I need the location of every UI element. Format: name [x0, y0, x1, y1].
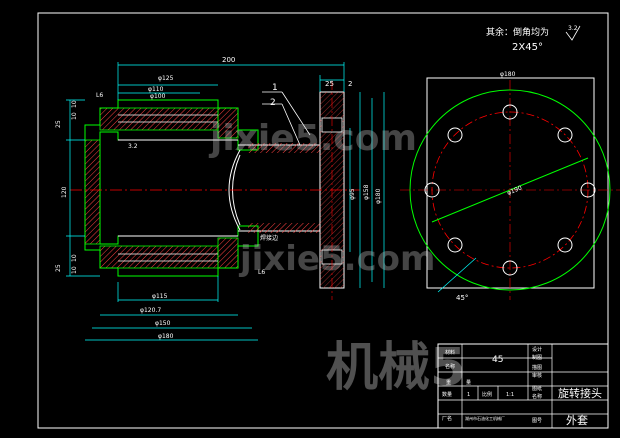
dim-phi1207: φ120.7 — [140, 307, 161, 314]
bolt-hole — [424, 182, 440, 198]
tb-check: 描图 — [532, 364, 542, 371]
bolt-hole — [502, 260, 518, 276]
end-view-angle: 45° — [456, 294, 468, 302]
dim-10-left-a: 10 — [71, 112, 78, 120]
note-line2: 2X45° — [512, 42, 543, 53]
tb-design: 设计 — [532, 346, 542, 353]
tb-draw: 制图 — [532, 354, 542, 361]
note-line1: 其余：倒角均为 — [486, 26, 549, 38]
watermark-logo: 机械5 — [326, 338, 466, 398]
dim-200: 200 — [222, 56, 235, 64]
end-view-square — [426, 77, 595, 289]
general-note: 其余：倒角均为 2X45° 3.2 — [486, 25, 581, 53]
dim-10-left-d: 10 — [71, 266, 78, 274]
dim-phi115-v: φ158 — [363, 184, 370, 200]
watermark-mid: jixie5.com — [238, 239, 435, 279]
dim-10-left-c: 10 — [71, 254, 78, 262]
dim-10-left-b: 10 — [71, 100, 78, 108]
tb-scale-label: 比例 — [482, 391, 492, 398]
bolt-hole — [447, 127, 463, 143]
tb-qty-label: 数量 — [442, 391, 452, 398]
dim-25-left-b: 25 — [55, 264, 62, 272]
dim-l6-bottom: L6 — [258, 269, 265, 276]
tb-weight-label: 重 — [446, 379, 451, 386]
tb-code-label: 图号 — [532, 418, 542, 424]
tb-review: 审核 — [532, 372, 542, 379]
callout-2: 2 — [270, 98, 276, 108]
bolt-hole — [557, 127, 573, 143]
bolt-hole — [557, 237, 573, 253]
tb-part-name: 旋转接头 — [558, 386, 602, 400]
tb-material-value: 名称 — [445, 363, 455, 370]
dim-phi180-bottom: φ180 — [158, 333, 174, 340]
dim-25-left: 25 — [55, 120, 62, 128]
watermark-top: jixie5.com — [208, 118, 417, 159]
end-view-phi190: φ190 — [506, 185, 523, 197]
dim-phi95: φ95 — [349, 188, 356, 200]
tb-factory-value: 湖州市石油化工机械厂 — [465, 415, 505, 421]
bolt-hole — [502, 104, 518, 120]
drawing-border — [37, 12, 609, 429]
dim-phi100: φ100 — [150, 93, 166, 100]
tb-scale-value: 1:1 — [506, 392, 514, 398]
callout-1: 1 — [272, 83, 278, 93]
tb-sub-name: 外套 — [566, 414, 588, 427]
dim-phi180-v: φ180 — [375, 188, 382, 204]
dim-25-top: 25 — [325, 80, 334, 88]
tb-drawing-value: 名称 — [532, 393, 542, 400]
tb-weight-value: 量 — [466, 379, 471, 386]
watermarks: jixie5.com jixie5.com 机械5 — [208, 118, 466, 398]
bolt-hole — [580, 182, 596, 198]
tb-factory-label: 厂名 — [442, 415, 452, 422]
dim-phi150: φ150 — [155, 320, 171, 327]
dim-phi125: φ125 — [158, 75, 174, 82]
dim-weld: 焊接边 — [260, 234, 278, 242]
dim-120: 120 — [61, 186, 68, 198]
tb-drawing-label: 图纸 — [532, 385, 542, 392]
dim-phi115: φ115 — [152, 293, 168, 300]
tb-scale-number: 45 — [492, 355, 503, 365]
dim-l6-top: L6 — [96, 92, 103, 99]
section-view: 200 25 2 φ125 φ110 φ100 φ115 φ120.7 φ150… — [55, 56, 385, 341]
roughness-mark: 3.2 — [128, 143, 138, 150]
tb-qty-value: 1 — [467, 392, 470, 398]
bolt-hole — [447, 237, 463, 253]
dim-2-top: 2 — [348, 80, 352, 88]
tb-material-label: 材料 — [445, 349, 455, 356]
dim-phi110: φ110 — [148, 86, 164, 93]
end-view-phi180: φ180 — [500, 71, 516, 78]
note-roughness: 3.2 — [568, 25, 578, 32]
title-block: 材料 名称 45 设计 制图 描图 审核 重 量 数量 1 比例 1:1 图纸 … — [437, 343, 609, 429]
